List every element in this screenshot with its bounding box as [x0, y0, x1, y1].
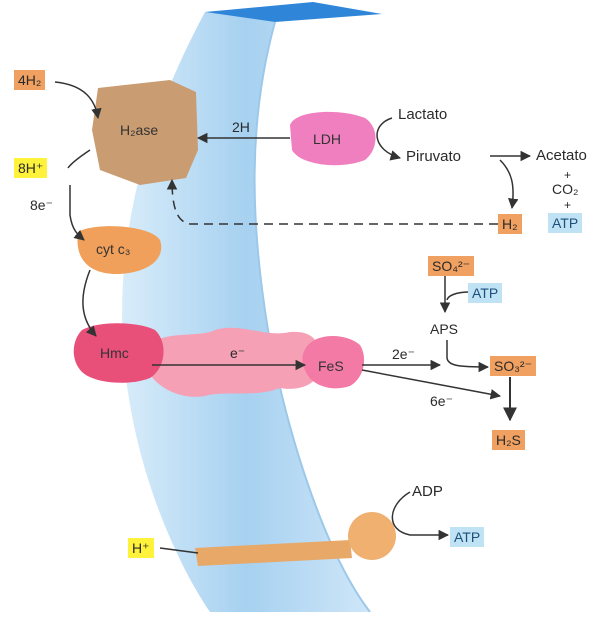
- label-so4: SO₄²⁻: [428, 256, 474, 276]
- label-6e: 6e⁻: [430, 392, 453, 410]
- arrow-atp-in: [447, 292, 470, 300]
- label-h-plus: H⁺: [128, 538, 154, 558]
- label-piruvato: Piruvato: [406, 148, 461, 166]
- arrow-4h2-to-h2ase: [55, 82, 98, 118]
- label-atp-bottom: ATP: [450, 527, 484, 547]
- label-h2-small: H₂: [498, 214, 522, 234]
- arrow-piruvato-h2: [500, 160, 513, 208]
- label-8e: 8e⁻: [30, 196, 53, 214]
- label-atp-mid: ATP: [468, 283, 502, 303]
- label-lactato: Lactato: [398, 106, 447, 124]
- label-hmc: Hmc: [100, 344, 129, 362]
- label-aps: APS: [430, 320, 458, 338]
- label-2e: 2e⁻: [392, 345, 415, 363]
- label-acetato: Acetato: [536, 147, 587, 165]
- label-8h-plus: 8H⁺: [14, 158, 47, 178]
- label-so3: SO₃²⁻: [490, 356, 536, 376]
- label-h2ase: H₂ase: [120, 121, 158, 139]
- atp-synthase-head: [348, 512, 396, 560]
- label-adp: ADP: [412, 483, 443, 501]
- label-4h2: 4H₂: [14, 70, 45, 90]
- label-2h: 2H: [232, 118, 250, 136]
- arrow-lactato-piruvato: [377, 118, 400, 158]
- label-fes: FeS: [318, 357, 344, 375]
- arrow-h2ase-to-8h: [68, 150, 90, 168]
- label-e-minus: e⁻: [230, 344, 245, 362]
- arrow-aps-to-so3: [447, 340, 488, 367]
- label-plus-2: +: [564, 196, 571, 214]
- label-cytc3: cyt c₃: [96, 240, 130, 258]
- label-atp-top: ATP: [548, 213, 582, 233]
- electron-carrier-shape: [143, 328, 318, 397]
- label-ldh: LDH: [313, 130, 341, 148]
- label-h2s: H₂S: [492, 430, 525, 450]
